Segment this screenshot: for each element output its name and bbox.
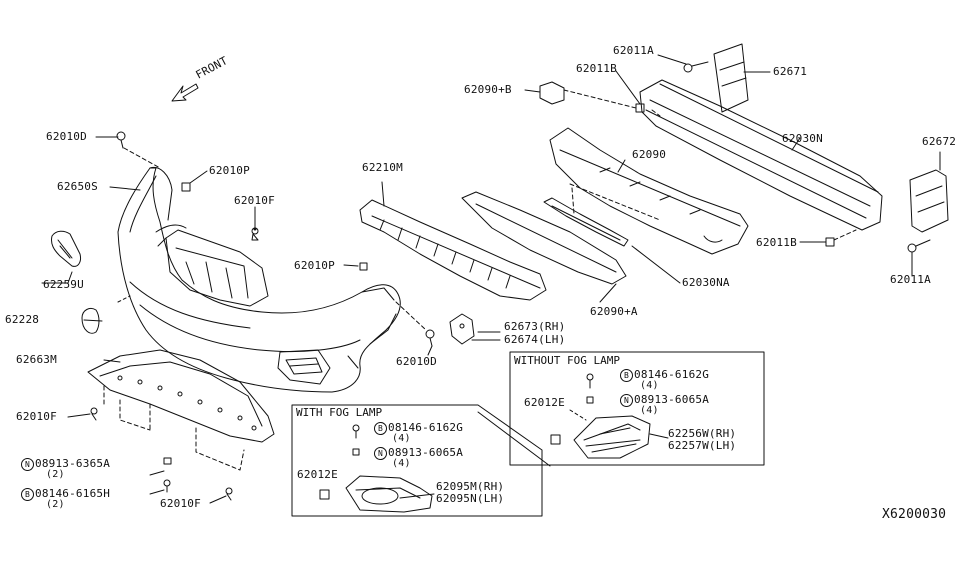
label-62010f-left: 62010F — [16, 410, 57, 423]
fastener-62010p-mid — [360, 263, 367, 270]
part-62663m-undercover — [88, 350, 274, 470]
label-62011a-bottom: 62011A — [890, 273, 931, 286]
fastener-62011a-top — [684, 62, 708, 72]
label-08146-6165h-qty: (2) — [46, 499, 65, 510]
with-fog-lamp-lh: 62095N(LH) — [436, 492, 505, 505]
leader-lines — [42, 55, 940, 503]
label-62090: 62090 — [632, 148, 667, 161]
label-62010p-mid: 62010P — [294, 259, 335, 272]
label-62673-rh: 62673(RH) — [504, 320, 566, 333]
part-62672-bracket — [910, 170, 948, 232]
label-62011b-bottom: 62011B — [756, 236, 797, 249]
label-62672: 62672 — [922, 135, 957, 148]
part-62030n-beam — [640, 80, 882, 230]
part-62090-b — [540, 82, 564, 104]
fastener-62011b-bottom — [826, 238, 834, 246]
bolt-symbol-icon: B — [374, 422, 387, 435]
label-62011a-top: 62011A — [613, 44, 654, 57]
fastener-62010f-left — [91, 408, 97, 420]
label-62010p-top: 62010P — [209, 164, 250, 177]
fastener-62011b-top — [636, 104, 644, 112]
with-fog-bolt-qty: (4) — [392, 433, 411, 444]
part-62671-bracket — [714, 44, 748, 112]
fastener-62010d-mid — [426, 330, 434, 346]
with-fog-nut-qty: (4) — [392, 458, 411, 469]
label-62663m: 62663M — [16, 353, 57, 366]
nut-symbol-icon: N — [21, 458, 34, 471]
label-62090-a: 62090+A — [590, 305, 638, 318]
label-62674-lh: 62674(LH) — [504, 333, 566, 346]
fastener-62010p-top — [182, 183, 190, 191]
bumper-fascia — [118, 167, 400, 392]
diagram-code: X6200030 — [882, 507, 947, 522]
fastener-62010f-bottom — [226, 488, 232, 500]
part-62030na — [544, 198, 628, 246]
label-62010d-top: 62010D — [46, 130, 87, 143]
label-62210m: 62210M — [362, 161, 403, 174]
label-62030n: 62030N — [782, 132, 823, 145]
without-fog-clip-label: 62012E — [524, 396, 565, 409]
small-symbols — [253, 227, 257, 231]
without-fog-bolt-qty: (4) — [640, 380, 659, 391]
with-fog-clip-label: 62012E — [297, 468, 338, 481]
without-fog-cover-rh: 62256W(RH) — [668, 427, 737, 440]
part-62210m-absorber — [360, 200, 546, 300]
label-62671: 62671 — [773, 65, 808, 78]
label-08913-6365a-qty: (2) — [46, 469, 65, 480]
label-62010f-top: 62010F — [234, 194, 275, 207]
without-fog-cover-lh: 62257W(LH) — [668, 439, 737, 452]
bolt-symbol-icon: B — [21, 488, 34, 501]
without-fog-nut-qty: (4) — [640, 405, 659, 416]
fastener-62011a-bottom — [908, 240, 930, 252]
label-62010f-bottom: 62010F — [160, 497, 201, 510]
with-fog-lamp-box — [292, 405, 542, 516]
fastener-62010d-top — [117, 132, 125, 148]
nut-symbol-icon: N — [374, 447, 387, 460]
label-62011b-top: 62011B — [576, 62, 617, 75]
with-fog-lamp-rh: 62095M(RH) — [436, 480, 505, 493]
part-62090-a — [462, 192, 626, 284]
with-fog-lamp-title: WITH FOG LAMP — [296, 406, 383, 419]
label-62228: 62228 — [5, 313, 40, 326]
without-fog-lamp-title: WITHOUT FOG LAMP — [514, 354, 620, 367]
part-62673-62674-bracket — [450, 314, 474, 344]
without-fog-lamp-box — [510, 352, 764, 465]
label-62010d-mid: 62010D — [396, 355, 437, 368]
label-62259u: 62259U — [43, 278, 84, 291]
fastener-bolt-08146 — [164, 480, 170, 492]
front-arrow-icon — [172, 84, 198, 101]
part-62259u — [51, 231, 80, 266]
part-62090 — [550, 128, 748, 254]
label-62090-b: 62090+B — [464, 83, 512, 96]
fastener-nut-08913 — [164, 458, 171, 464]
bolt-symbol-icon: B — [620, 369, 633, 382]
label-62030na: 62030NA — [682, 276, 730, 289]
label-62650s: 62650S — [57, 180, 98, 193]
nut-symbol-icon: N — [620, 394, 633, 407]
